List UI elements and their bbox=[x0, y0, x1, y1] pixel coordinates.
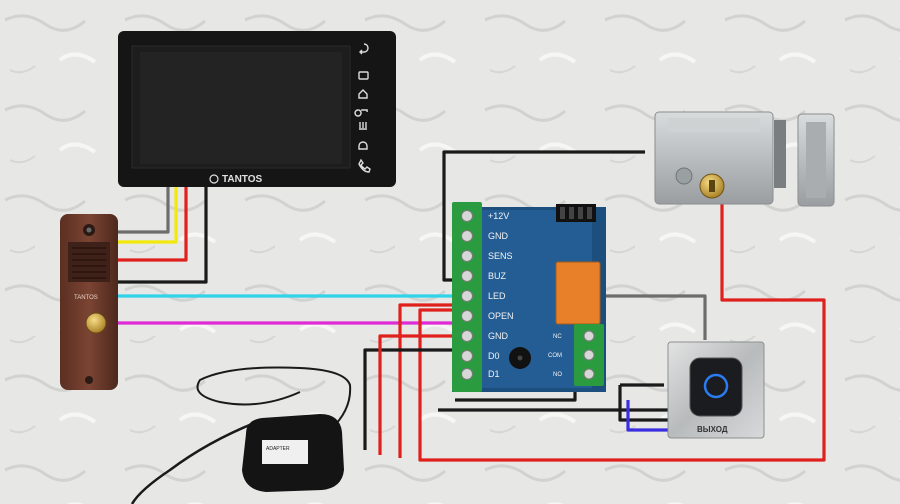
key-icon[interactable] bbox=[354, 109, 368, 117]
relay bbox=[555, 261, 601, 325]
terminal-label-buz: BUZ bbox=[488, 271, 507, 281]
call-button[interactable] bbox=[85, 312, 107, 334]
door-call-panel: TANTOS bbox=[60, 214, 118, 390]
intercom-icon[interactable] bbox=[359, 122, 367, 130]
relay-label-com: COM bbox=[548, 353, 562, 359]
camera-icon[interactable] bbox=[358, 71, 369, 80]
panel-brand: TANTOS bbox=[74, 295, 98, 301]
terminal-label-gnd: GND bbox=[488, 231, 509, 241]
jumper-pins bbox=[556, 204, 596, 222]
access-controller-board: +12V GND SENS BUZ LED OPEN GND D0 D1 NC … bbox=[452, 202, 606, 392]
relay-label-nc: NC bbox=[553, 334, 562, 340]
exit-touch-sensor[interactable] bbox=[689, 357, 743, 417]
monitor-brand: TANTOS bbox=[222, 174, 263, 185]
exit-label: ВЫХОД bbox=[697, 425, 728, 434]
relay-label-no: NO bbox=[553, 372, 562, 378]
monitor-button-column bbox=[354, 43, 371, 173]
terminal-screws bbox=[461, 210, 473, 380]
adapter-label: ADAPTER bbox=[266, 446, 290, 452]
back-icon[interactable] bbox=[359, 43, 369, 55]
hand-icon bbox=[703, 373, 729, 399]
terminal-label-d0: D0 bbox=[488, 351, 500, 361]
home-icon[interactable] bbox=[358, 89, 368, 99]
power-adapter: ADAPTER bbox=[242, 414, 344, 492]
terminal-label-12v: +12V bbox=[488, 211, 509, 221]
exit-button-plate: ВЫХОД bbox=[667, 341, 765, 439]
tantos-logo-icon bbox=[209, 174, 219, 184]
terminal-label-led: LED bbox=[488, 291, 506, 301]
terminal-label-sens: SENS bbox=[488, 251, 513, 261]
electric-lock bbox=[654, 111, 835, 207]
terminal-label-gnd2: GND bbox=[488, 331, 509, 341]
handset-icon[interactable] bbox=[358, 158, 371, 173]
video-monitor: TANTOS bbox=[118, 31, 396, 187]
bell-icon[interactable] bbox=[358, 141, 368, 150]
terminal-label-d1: D1 bbox=[488, 369, 500, 379]
terminal-label-open: OPEN bbox=[488, 311, 514, 321]
